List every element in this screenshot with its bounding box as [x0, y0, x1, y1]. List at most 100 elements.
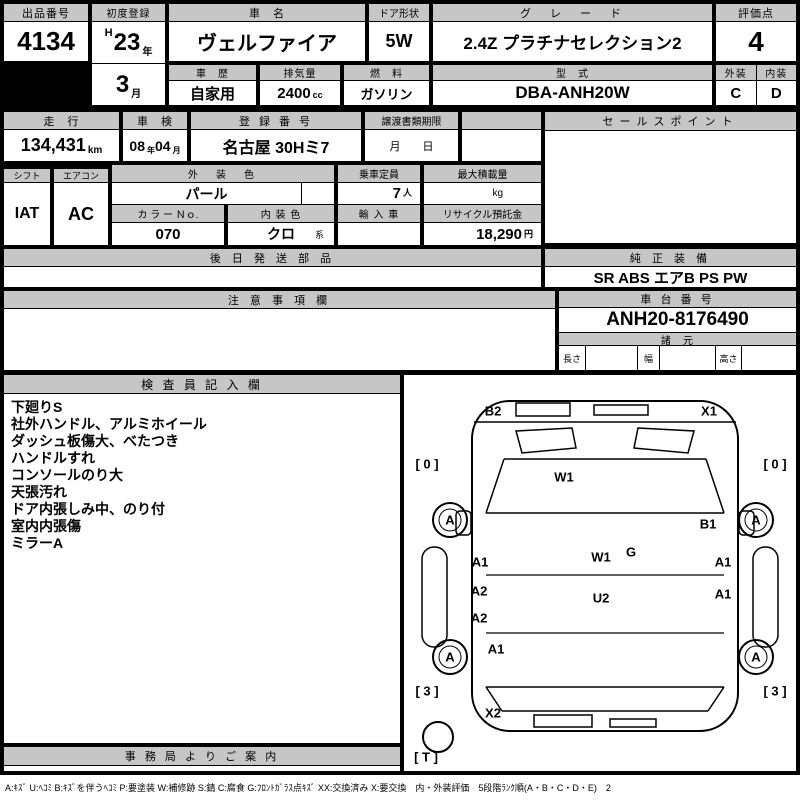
capacity-number: 7 — [392, 185, 401, 202]
payload-cell: 最大積載量 kg — [424, 165, 541, 204]
model-code-cell: 型 式 DBA-ANH20W — [433, 65, 712, 105]
aircon-label: エアコン — [54, 169, 108, 183]
import-car-value — [338, 223, 420, 245]
wheel-front-left — [432, 502, 468, 538]
inspector-note-line: ハンドルすれ — [11, 450, 95, 466]
car-name-cell: 車 名 ヴェルファイア — [169, 4, 365, 61]
interior-color-name: クロ — [267, 226, 295, 242]
fuel-label: 燃 料 — [344, 65, 429, 81]
spec-height-label: 高さ — [715, 346, 741, 370]
fuel-value: ガソリン — [360, 86, 413, 102]
legend-text: A:ｷｽﾞ U:ﾍｺﾐ B:ｷｽﾞを伴うﾍｺﾐ P:要塗装 W:補修跡 S:錆 … — [5, 783, 611, 793]
import-car-label: 輸 入 車 — [338, 205, 420, 223]
auction-no-label: 出品番号 — [4, 4, 88, 22]
wheel-mark: A — [445, 649, 455, 665]
sales-point-cell: セールスポイント — [545, 112, 796, 243]
exterior-interior-rating-cell: 外装 内装 C D — [716, 65, 796, 105]
caution-notes-label: 注 意 事 項 欄 — [4, 291, 555, 309]
rear-window — [485, 686, 725, 712]
genuine-equipment-label: 純 正 装 備 — [545, 249, 796, 267]
displacement-unit: cc — [312, 90, 323, 100]
damage-mark: A1 — [471, 554, 489, 570]
transfer-deadline-value: 月 日 — [389, 140, 434, 153]
spare-blank-header — [462, 112, 541, 130]
door-shape-cell: ドア形状 5W — [369, 4, 429, 61]
transfer-deadline-cell: 譲渡書類期限 月 日 — [365, 112, 458, 161]
displacement-label: 排気量 — [260, 65, 340, 81]
recycle-unit: 円 — [523, 229, 533, 239]
headlights — [515, 427, 695, 454]
genuine-equipment-value: SR ABS エアB PS PW — [593, 270, 748, 287]
color-no-value: 070 — [155, 225, 181, 243]
damage-mark: [ 3 ] — [763, 683, 787, 699]
registration-number-value: 名古屋 30Hミ7 — [222, 139, 330, 157]
inspector-note-line: ドア内張しみ中、のり付 — [11, 501, 165, 517]
roof-seams — [486, 574, 724, 634]
capacity-unit: 人 — [402, 188, 412, 198]
spare-tire — [422, 721, 454, 753]
inspection-year-unit: 年 — [147, 146, 155, 155]
legend-bar: A:ｷｽﾞ U:ﾍｺﾐ B:ｷｽﾞを伴うﾍｺﾐ P:要塗装 W:補修跡 S:錆 … — [0, 775, 800, 800]
damage-mark: B1 — [699, 516, 717, 532]
later-parts-cell: 後 日 発 送 部 品 — [4, 249, 541, 287]
wheel-mark: A — [751, 512, 761, 528]
later-parts-value — [4, 267, 541, 287]
aircon-value: AC — [68, 203, 94, 224]
score-value: 4 — [748, 25, 764, 57]
damage-mark: W1 — [554, 469, 574, 485]
spare-blank-cell — [462, 112, 541, 161]
windshield — [485, 458, 725, 514]
side-sills — [421, 546, 779, 648]
first-registration-label: 初度登録 — [92, 4, 165, 22]
mileage-number: 134,431 — [20, 135, 86, 155]
wheel-front-right — [738, 502, 774, 538]
payload-value: kg — [424, 183, 541, 204]
reg-year: 23 — [113, 28, 141, 56]
chassis-number-value: ANH20-8176490 — [606, 309, 749, 330]
era-mark: H — [104, 27, 113, 39]
car-top-view-diagram — [421, 400, 779, 753]
recycle-deposit-label: リサイクル預託金 — [424, 205, 541, 223]
car-name-label: 車 名 — [169, 4, 365, 22]
damage-mark: X1 — [701, 403, 717, 419]
inspector-note-line: 社外ハンドル、アルミホイール — [11, 416, 207, 432]
inspector-note-line: 室内内張傷 — [11, 518, 81, 534]
office-notice-label: 事 務 局 よ り ご 案 内 — [4, 747, 400, 766]
rear-bumper — [533, 714, 657, 728]
aircon-cell: エアコン AC — [54, 169, 108, 245]
payload-unit: kg — [492, 188, 503, 199]
spec-length-label: 長さ — [559, 346, 585, 370]
spare-blank-value — [462, 130, 541, 161]
damage-mark: A2 — [470, 610, 488, 626]
shift-label: シフト — [4, 169, 50, 183]
damage-mark: X2 — [485, 705, 501, 721]
car-history-label: 車 歴 — [169, 65, 256, 81]
chassis-number-cell: 車 台 番 号 ANH20-8176490 諸 元 長さ 幅 高さ — [559, 291, 796, 370]
damage-mark: A2 — [470, 583, 488, 599]
caution-notes-value — [4, 309, 555, 370]
exterior-rating-label: 外装 — [716, 65, 756, 81]
inspection-year: 08 — [129, 137, 145, 154]
damage-mark: A1 — [714, 554, 732, 570]
fuel-cell: 燃 料 ガソリン — [344, 65, 429, 105]
door-shape-label: ドア形状 — [369, 4, 429, 22]
inspector-note-line: ミラーA — [11, 535, 64, 551]
model-code-label: 型 式 — [433, 65, 712, 81]
damage-mark: [ 0 ] — [763, 456, 787, 472]
auction-no-value: 4134 — [17, 26, 75, 56]
interior-color-suffix: 系 — [314, 229, 324, 240]
sales-point-label: セールスポイント — [545, 112, 796, 131]
payload-label: 最大積載量 — [424, 165, 541, 183]
spec-label: 諸 元 — [559, 332, 796, 347]
registration-number-cell: 登 録 番 号 名古屋 30Hミ7 — [191, 112, 361, 161]
genuine-equipment-cell: 純 正 装 備 SR ABS エアB PS PW — [545, 249, 796, 287]
car-history-cell: 車 歴 自家用 — [169, 65, 256, 105]
damage-mark: [ 0 ] — [415, 456, 439, 472]
inspector-label: 検 査 員 記 入 欄 — [4, 375, 400, 394]
